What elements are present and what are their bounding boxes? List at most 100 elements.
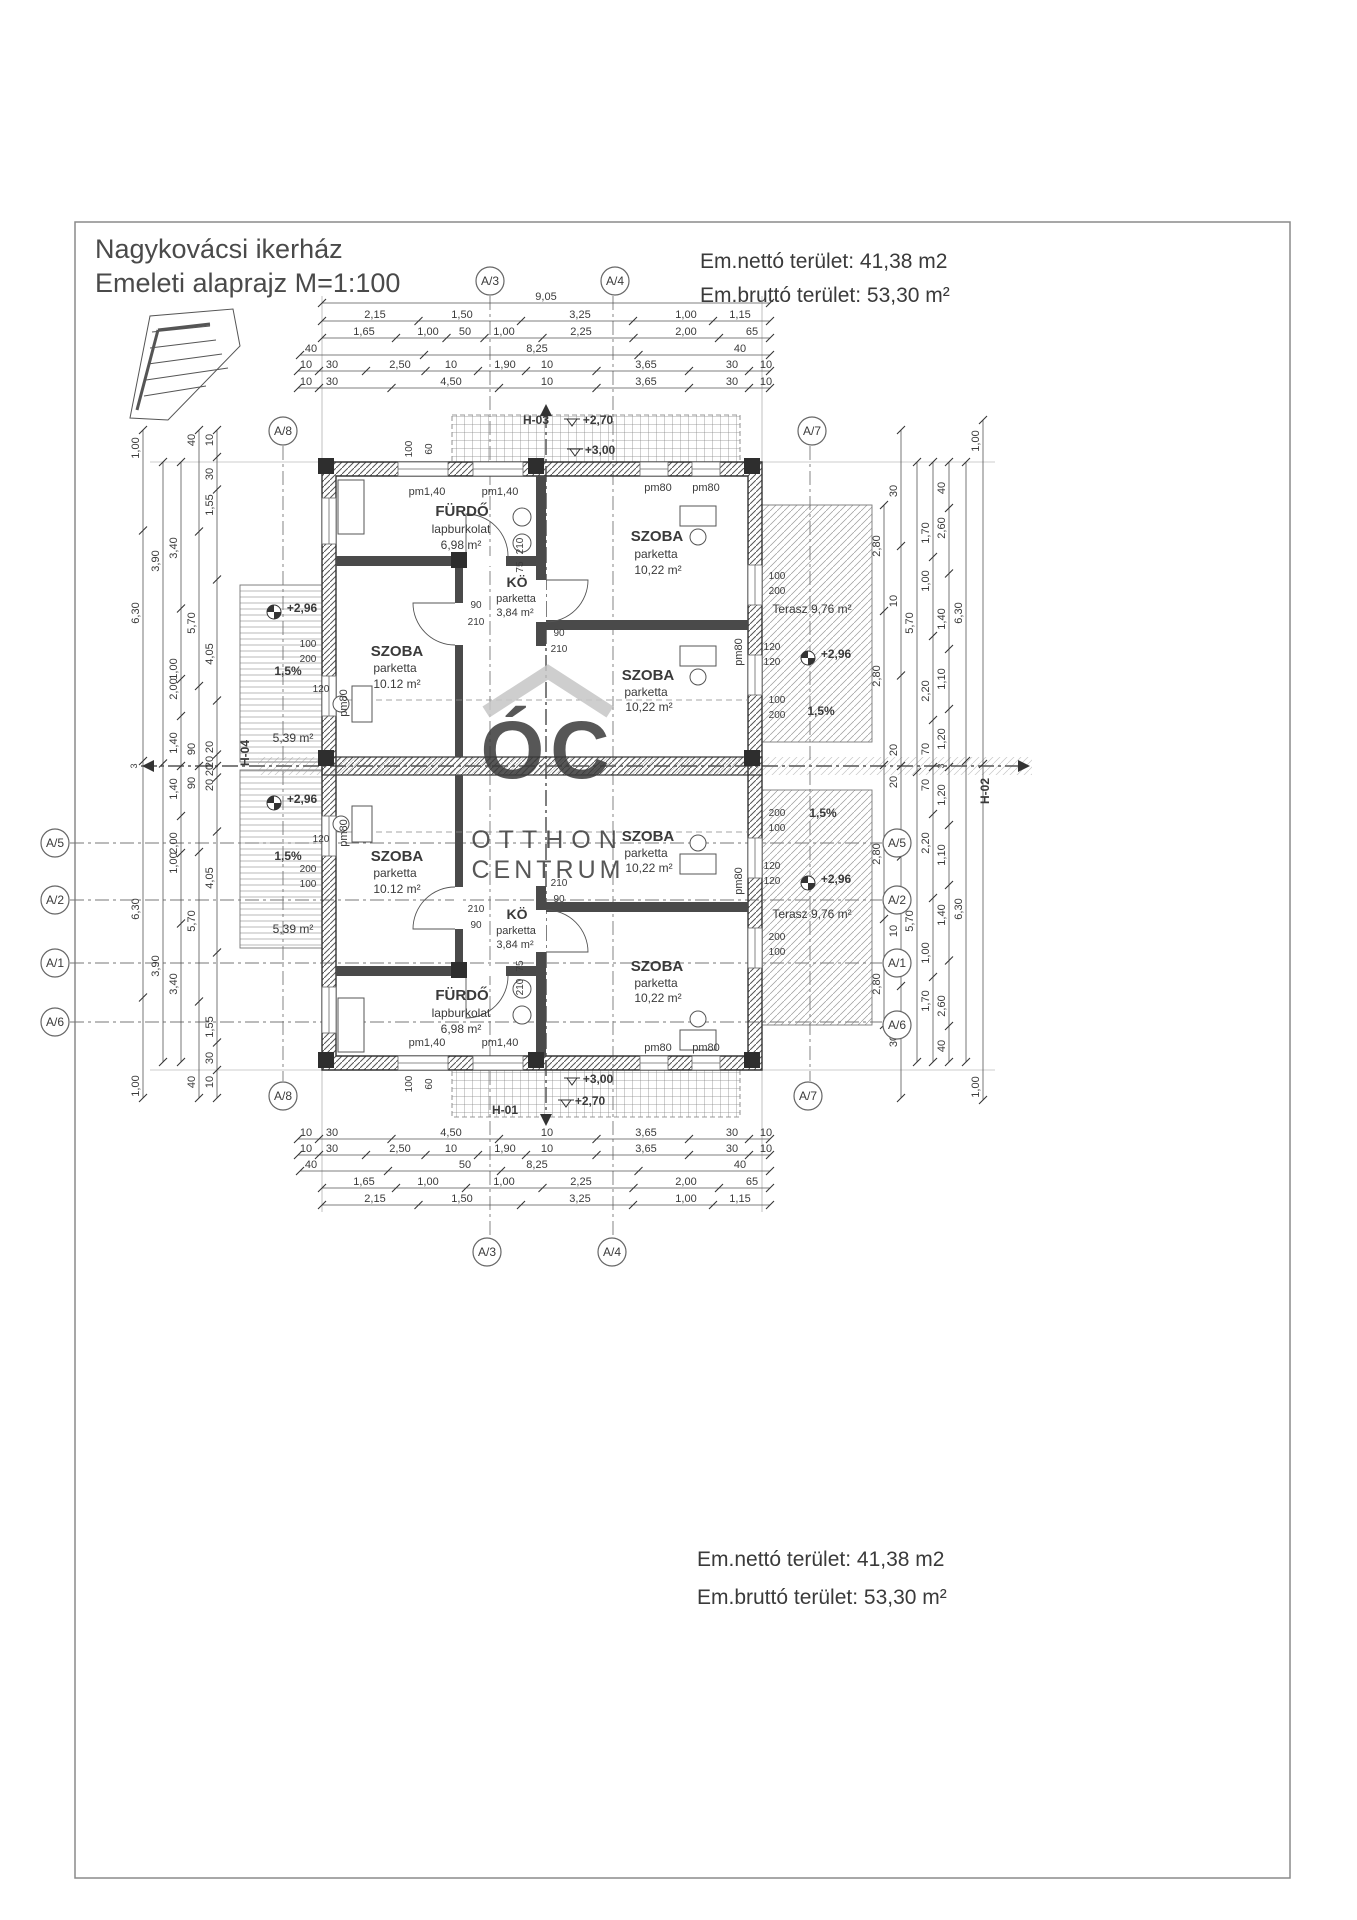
dim-line bbox=[765, 1134, 775, 1144]
dim-line bbox=[944, 503, 954, 513]
dim-line bbox=[387, 1134, 396, 1144]
plan-label: 210 bbox=[551, 644, 568, 655]
plan-label: 120 bbox=[764, 642, 781, 653]
axis-label: A/4 bbox=[606, 274, 624, 288]
dim-line bbox=[295, 1166, 305, 1176]
dim-line bbox=[944, 644, 954, 654]
plan-label: H-01 bbox=[492, 1103, 518, 1117]
axis-label: A/4 bbox=[603, 1245, 621, 1259]
axis-circle bbox=[475, 266, 505, 296]
plan-label: 210 bbox=[515, 978, 526, 995]
dim-line bbox=[314, 383, 324, 393]
dim-label: 30 bbox=[726, 359, 738, 371]
section-arrow-h04 bbox=[142, 760, 154, 772]
dim-line bbox=[194, 847, 204, 857]
axis-label: A/3 bbox=[481, 274, 499, 288]
terraces bbox=[239, 504, 873, 1026]
plan-label: H-02 bbox=[978, 778, 992, 804]
section-arrow-h02 bbox=[1018, 760, 1030, 772]
axis-label: A/1 bbox=[888, 956, 906, 970]
dim-label: 3,40 bbox=[168, 537, 180, 558]
plan-label: parketta bbox=[373, 661, 417, 675]
dim-line bbox=[293, 1134, 303, 1144]
plan-label: pm80 bbox=[338, 689, 350, 717]
plan-label: 1,5% bbox=[809, 806, 837, 820]
dim-label: 2,80 bbox=[871, 535, 883, 556]
plan-label: +2,96 bbox=[821, 647, 852, 661]
dim-line bbox=[714, 1183, 724, 1193]
dim-label: 1,00 bbox=[493, 1176, 514, 1188]
plan-label: +2,96 bbox=[287, 601, 318, 615]
dim-label: 30 bbox=[204, 1052, 216, 1064]
plan-label: 10.12 m² bbox=[373, 882, 420, 896]
axis-circle bbox=[882, 885, 912, 915]
dim-label: 3,65 bbox=[635, 1143, 656, 1155]
dim-label: 30 bbox=[726, 376, 738, 388]
axis-circle bbox=[40, 885, 70, 915]
dim-line bbox=[896, 1093, 906, 1103]
dim-label: 10 bbox=[541, 376, 553, 388]
dim-label: 10 bbox=[445, 359, 457, 371]
dim-label: 1,70 bbox=[920, 522, 932, 543]
dim-line bbox=[765, 298, 775, 308]
dim-line bbox=[912, 767, 922, 777]
plan-label: 90 bbox=[553, 894, 565, 905]
dim-line bbox=[684, 1134, 694, 1144]
dim-label: 1,00 bbox=[417, 326, 438, 338]
dim-label: 2,00 bbox=[675, 326, 696, 338]
dim-line bbox=[314, 1134, 324, 1144]
plan-label: 100 bbox=[769, 823, 786, 834]
watermark-mark: ÓC bbox=[481, 705, 616, 796]
dim-label: 1,15 bbox=[729, 1193, 750, 1205]
dim-line bbox=[138, 756, 148, 766]
plan-label: 210 bbox=[468, 904, 485, 915]
dim-line bbox=[295, 350, 305, 360]
dim-label: 2,15 bbox=[364, 309, 385, 321]
dim-line bbox=[879, 760, 889, 770]
dim-label: 5,70 bbox=[904, 612, 916, 633]
dim-label: 1,10 bbox=[936, 668, 948, 689]
plan-label: 10,22 m² bbox=[625, 700, 672, 714]
dim-line bbox=[421, 366, 430, 376]
dim-line bbox=[138, 1093, 148, 1103]
dim-line bbox=[634, 1166, 643, 1176]
plan-label: 100 bbox=[404, 1075, 415, 1092]
dim-label: 70 bbox=[920, 743, 932, 755]
dim-label: 1,50 bbox=[451, 309, 472, 321]
dim-line bbox=[765, 383, 775, 393]
dim-line bbox=[194, 527, 204, 536]
plan-label: parketta bbox=[624, 685, 668, 699]
plan-label: parketta bbox=[496, 593, 537, 605]
shower bbox=[337, 997, 365, 1053]
columns bbox=[318, 458, 760, 1068]
plan-label: SZOBA bbox=[622, 667, 675, 684]
axis-label: A/2 bbox=[888, 893, 906, 907]
dim-label: 40 bbox=[305, 343, 317, 355]
axis-circle bbox=[472, 1237, 502, 1267]
watermark-line2: CENTRUM bbox=[472, 856, 625, 884]
axis-label: A/2 bbox=[46, 893, 64, 907]
dim-label: 10 bbox=[204, 434, 216, 446]
dim-label: 30 bbox=[888, 485, 900, 497]
dim-line bbox=[896, 671, 906, 680]
dim-label: 1,00 bbox=[675, 1193, 696, 1205]
dim-line bbox=[383, 1166, 393, 1176]
dim-label: 3,65 bbox=[635, 359, 656, 371]
plan-label: SZOBA bbox=[371, 643, 424, 660]
plan-label: parketta bbox=[634, 976, 678, 990]
dim-label: 2,00 bbox=[168, 832, 180, 853]
dim-line bbox=[634, 350, 643, 360]
dim-line bbox=[158, 1057, 168, 1067]
dim-label: 10 bbox=[204, 1076, 216, 1088]
plan-label: Terasz 9,76 m² bbox=[772, 907, 851, 921]
dim-line bbox=[317, 316, 327, 326]
dim-line bbox=[317, 298, 327, 308]
dim-label: 30 bbox=[204, 468, 216, 480]
axis-circle bbox=[793, 1081, 823, 1111]
plan-label: KÖ bbox=[507, 906, 528, 922]
dim-label: 50 bbox=[459, 1159, 471, 1171]
dim-label: 40 bbox=[936, 1040, 948, 1052]
plan-label: 10,22 m² bbox=[625, 861, 672, 875]
